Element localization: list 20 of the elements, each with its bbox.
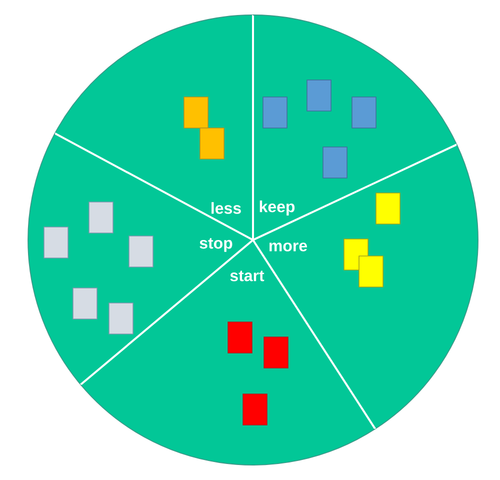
sticky-note: [242, 394, 268, 426]
node-label: stop: [200, 238, 232, 252]
node-label: less: [212, 202, 241, 214]
sticky-note: [322, 146, 348, 178]
sticky-note: [376, 192, 400, 224]
sticky-note: [184, 96, 208, 128]
sticky-note: [72, 288, 98, 320]
sticky-note: [44, 226, 68, 258]
sticky-note: [306, 80, 332, 112]
sticky-note: [358, 256, 384, 288]
sticky-note: [108, 302, 134, 334]
sticky-note: [262, 96, 288, 128]
node-label: keep: [260, 200, 295, 216]
sticky-note: [228, 322, 252, 354]
sticky-note: [264, 336, 288, 368]
node-label: more: [269, 242, 308, 252]
sticky-note: [88, 202, 114, 234]
sticky-note: [352, 96, 376, 128]
sticky-note: [200, 128, 224, 160]
sticky-note: [128, 236, 154, 268]
